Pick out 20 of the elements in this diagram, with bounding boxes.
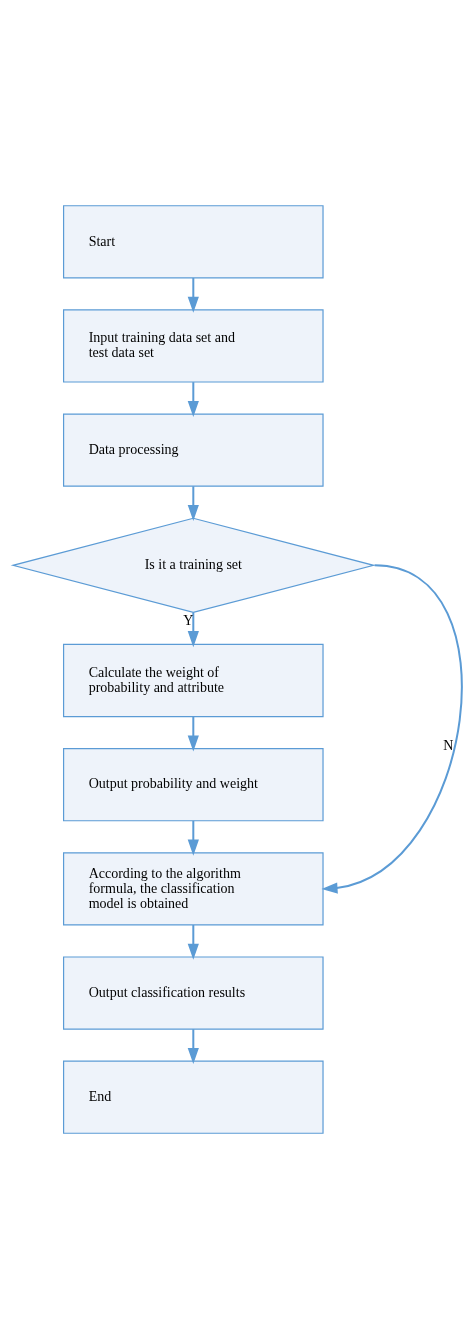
node-box: End	[62, 1060, 324, 1134]
arrow	[187, 1027, 199, 1064]
arrow	[187, 819, 199, 856]
node-box: According to the algorithm formula, the classification model is obtained	[62, 851, 324, 925]
node-box: Start	[62, 204, 324, 278]
arrow	[187, 923, 199, 960]
arrow	[187, 276, 199, 313]
edge-label: Y	[182, 612, 193, 628]
node-box: Data processing	[62, 412, 324, 487]
arrow	[187, 484, 199, 521]
edge-label: N	[442, 737, 453, 753]
node-diamond: Is it a training set	[10, 517, 376, 613]
arrow	[187, 611, 199, 647]
arrow	[187, 380, 199, 417]
node-box: Output classification results	[62, 955, 324, 1030]
node-box: Input training data set and test data set	[62, 308, 324, 383]
node-box: Output probability and weight	[62, 747, 324, 821]
arrow	[187, 715, 199, 751]
node-box: Calculate the weight of probability and attribute	[62, 643, 324, 717]
arrow	[321, 563, 463, 894]
